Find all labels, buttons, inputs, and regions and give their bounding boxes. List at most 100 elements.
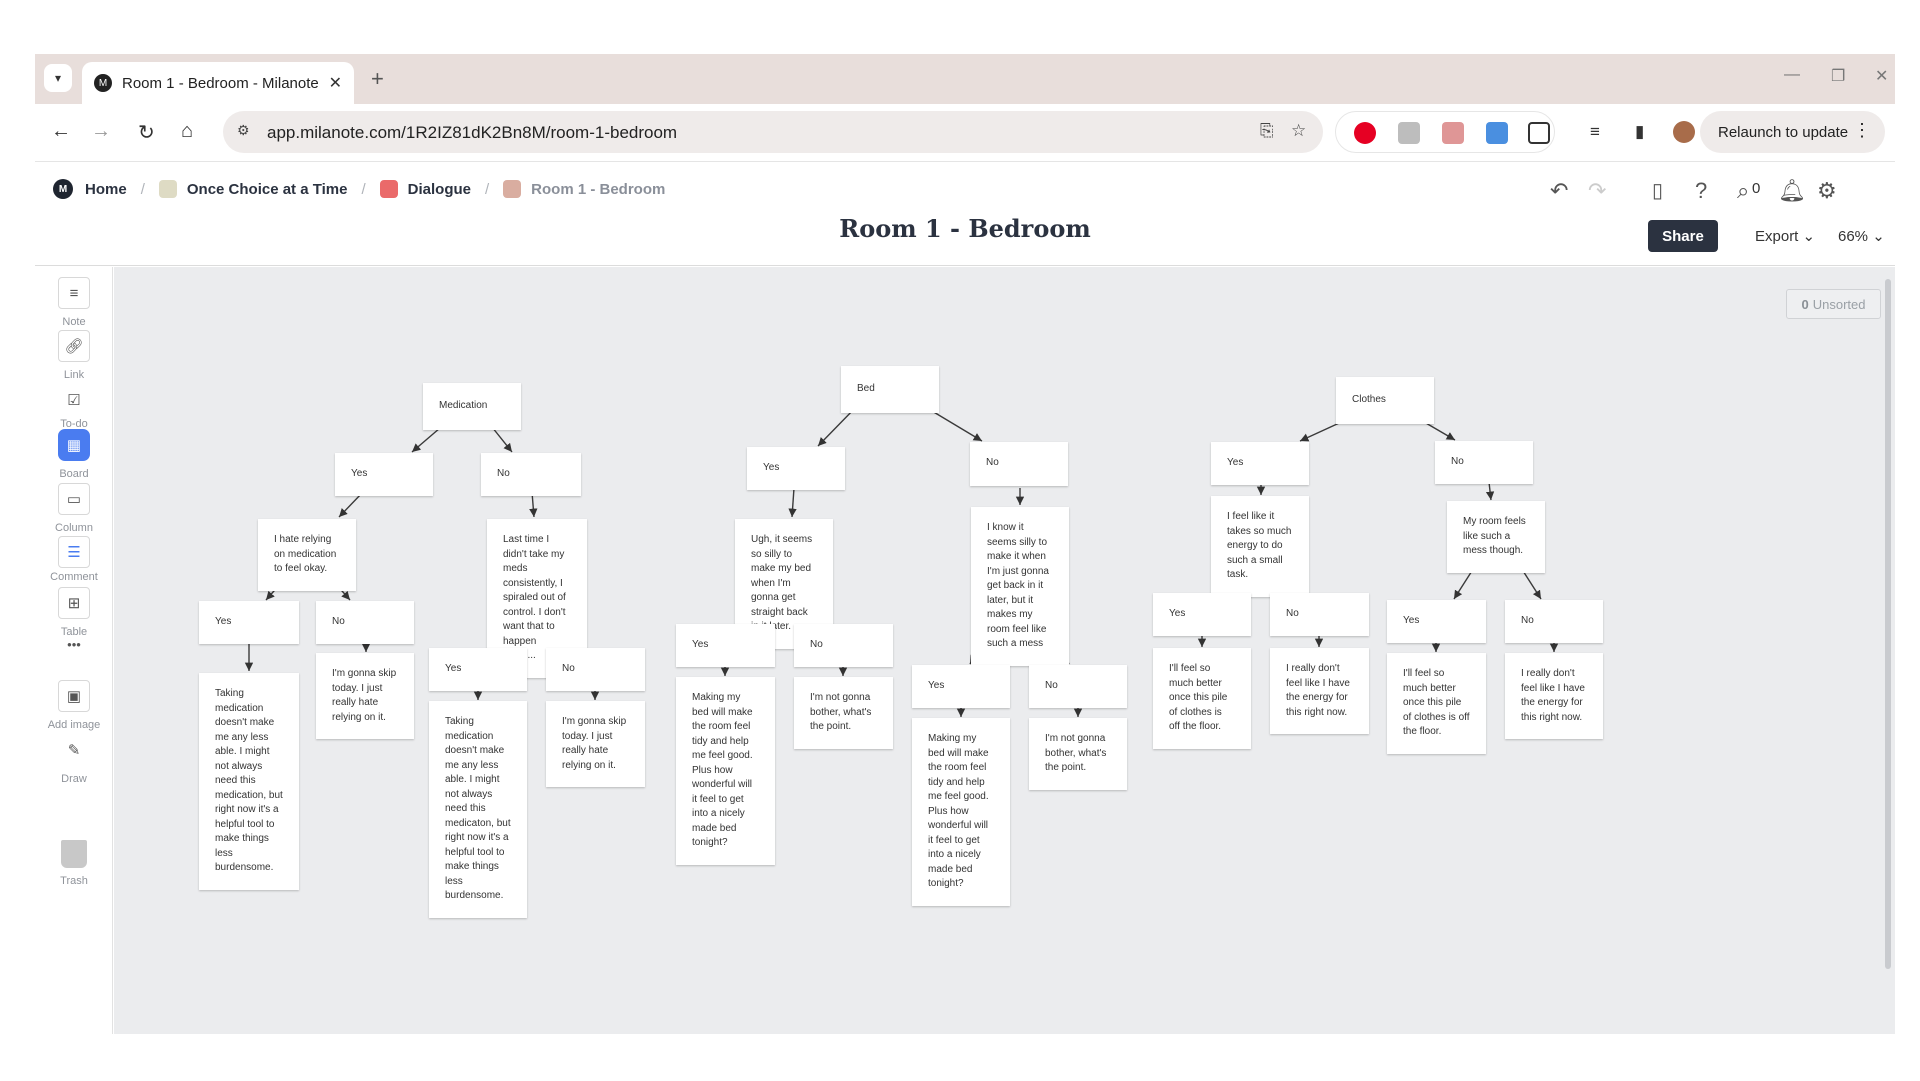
- extension-icon[interactable]: [1442, 122, 1464, 144]
- export-menu[interactable]: Export ⌄: [1755, 227, 1815, 245]
- note-card-clo-yes[interactable]: Yes: [1211, 442, 1309, 485]
- note-card-med-yes-yes[interactable]: Yes: [199, 601, 299, 644]
- bell-icon[interactable]: 🔔︎: [1778, 178, 1806, 203]
- note-card-bed-no[interactable]: No: [970, 442, 1068, 486]
- column-tool[interactable]: ▭ Column: [35, 483, 113, 534]
- note-card-bed-yes[interactable]: Yes: [747, 447, 845, 490]
- media-controls-icon[interactable]: ≡: [1590, 122, 1600, 141]
- close-window-icon[interactable]: ✕: [1875, 68, 1889, 85]
- note-card-bed[interactable]: Bed: [841, 366, 939, 413]
- note-card-med-yes-note[interactable]: I hate relying on medication to feel oka…: [258, 519, 356, 591]
- relaunch-button[interactable]: Relaunch to update ⋮: [1700, 111, 1885, 153]
- board-tool[interactable]: ▦ Board: [35, 429, 113, 480]
- zoom-menu[interactable]: 66% ⌄: [1838, 227, 1885, 245]
- tab-search-button[interactable]: ▾: [44, 64, 72, 92]
- board-color-icon: [158, 180, 177, 198]
- note-card-clo-yes-yes[interactable]: Yes: [1153, 593, 1251, 636]
- share-button[interactable]: Share: [1648, 220, 1718, 252]
- breadcrumb: M Home / Once Choice at a Time / Dialogu…: [53, 179, 665, 199]
- tab-title: Room 1 - Bedroom - Milanote: [122, 74, 319, 92]
- connector-arrow-med-yes-to-med-yes-note[interactable]: [338, 491, 364, 518]
- note-card-bed-yes-yes-note[interactable]: Making my bed will make the room feel ti…: [676, 677, 775, 865]
- comment-tool[interactable]: ☰ Comment: [35, 536, 113, 583]
- export-label: Export: [1755, 228, 1799, 245]
- note-card-med-yes[interactable]: Yes: [335, 453, 433, 496]
- tool-label: Add image: [47, 719, 101, 731]
- note-card-med-no-no[interactable]: No: [546, 648, 645, 691]
- more-tools-button[interactable]: •••: [67, 637, 81, 652]
- note-card-med-no-yes-note[interactable]: Taking medication doesn't make me any le…: [429, 701, 527, 918]
- side-panel-icon[interactable]: ▮: [1635, 122, 1645, 141]
- note-card-clo-no[interactable]: No: [1435, 441, 1533, 484]
- vertical-scrollbar[interactable]: [1885, 279, 1891, 969]
- address-bar[interactable]: ⚙ app.milanote.com/1R2IZ81dK2Bn8M/room-1…: [223, 111, 1323, 153]
- todo-tool[interactable]: ☑ To-do: [35, 384, 113, 430]
- table-tool[interactable]: ⊞ Table: [35, 587, 113, 638]
- note-card-med-no-yes[interactable]: Yes: [429, 648, 527, 691]
- site-info-icon[interactable]: ⚙: [237, 122, 250, 138]
- connector-arrow-clo-no-to-clo-no-note[interactable]: [1485, 481, 1495, 501]
- draw-tool[interactable]: ✎ Draw: [35, 734, 113, 785]
- undo-icon[interactable]: ↶: [1550, 178, 1569, 203]
- bookmark-star-icon[interactable]: ☆: [1291, 121, 1307, 140]
- docs-icon[interactable]: [1486, 122, 1508, 144]
- help-icon[interactable]: ?: [1695, 178, 1708, 203]
- add-image-tool[interactable]: ▣ Add image: [35, 680, 113, 731]
- note-card-bed-no-no-note[interactable]: I'm not gonna bother, what's the point.: [1029, 718, 1127, 790]
- minimize-icon[interactable]: —: [1784, 66, 1800, 83]
- note-card-clo-yes-yes-note[interactable]: I'll feel so much better once this pile …: [1153, 648, 1251, 749]
- note-card-med-yes-no[interactable]: No: [316, 601, 414, 644]
- gear-icon[interactable]: ⚙: [1817, 178, 1837, 203]
- note-card-clo-no-no[interactable]: No: [1505, 600, 1603, 643]
- note-card-medication[interactable]: Medication: [423, 383, 521, 430]
- more-vert-icon[interactable]: ⋮: [1853, 120, 1871, 140]
- note-tool[interactable]: ≡ Note: [35, 277, 113, 328]
- browser-tab[interactable]: M Room 1 - Bedroom - Milanote ✕: [82, 62, 354, 104]
- search-icon[interactable]: ⌕: [1737, 178, 1750, 203]
- note-card-med-no-no-note[interactable]: I'm gonna skip today. I just really hate…: [546, 701, 645, 787]
- note-card-bed-yes-yes[interactable]: Yes: [676, 624, 775, 667]
- new-tab-icon[interactable]: +: [371, 66, 384, 91]
- breadcrumb-home[interactable]: M Home: [53, 179, 127, 199]
- profile-avatar[interactable]: [1673, 121, 1695, 143]
- mobile-icon[interactable]: ▯: [1652, 180, 1664, 202]
- breadcrumb-dialogue[interactable]: Dialogue: [379, 180, 471, 198]
- tool-label: Link: [63, 369, 85, 381]
- install-app-icon[interactable]: ⎘: [1260, 121, 1274, 140]
- note-card-bed-no-note[interactable]: I know it seems silly to make it when I'…: [971, 507, 1069, 666]
- redo-icon[interactable]: ↷: [1588, 178, 1607, 203]
- note-card-bed-no-yes[interactable]: Yes: [912, 665, 1010, 708]
- restore-icon[interactable]: ❐: [1831, 68, 1846, 85]
- link-tool[interactable]: 🔗︎ Link: [35, 330, 113, 381]
- connector-arrow-bed-yes-to-bed-yes-note[interactable]: [788, 487, 797, 518]
- breadcrumb-once-choice[interactable]: Once Choice at a Time: [158, 180, 347, 198]
- puzzle-icon[interactable]: [1528, 122, 1550, 144]
- close-tab-icon[interactable]: ✕: [328, 75, 342, 92]
- forward-arrow-icon[interactable]: →: [91, 120, 111, 142]
- note-card-clothes[interactable]: Clothes: [1336, 377, 1434, 424]
- note-card-bed-yes-no[interactable]: No: [794, 624, 893, 667]
- note-card-clo-yes-no[interactable]: No: [1270, 593, 1369, 636]
- note-card-clo-no-yes-note[interactable]: I'll feel so much better once this pile …: [1387, 653, 1486, 754]
- note-card-bed-no-no[interactable]: No: [1029, 665, 1127, 708]
- note-card-bed-no-yes-note[interactable]: Making my bed will make the room feel ti…: [912, 718, 1010, 906]
- back-arrow-icon[interactable]: ←: [51, 120, 71, 142]
- note-card-bed-yes-no-note[interactable]: I'm not gonna bother, what's the point.: [794, 677, 893, 749]
- note-card-clo-no-no-note[interactable]: I really don't feel like I have the ener…: [1505, 653, 1603, 739]
- note-card-med-yes-yes-note[interactable]: Taking medication doesn't make me any le…: [199, 673, 299, 890]
- note-card-clo-yes-note[interactable]: I feel like it takes so much energy to d…: [1211, 496, 1309, 597]
- note-card-med-yes-no-note[interactable]: I'm gonna skip today. I just really hate…: [316, 653, 414, 739]
- note-card-med-no[interactable]: No: [481, 453, 581, 496]
- pinterest-icon[interactable]: [1354, 122, 1376, 144]
- tab-strip: ▾ M Room 1 - Bedroom - Milanote ✕ + — ❐ …: [35, 54, 1895, 104]
- trash-tool[interactable]: Trash: [35, 840, 113, 887]
- extension-icon[interactable]: [1398, 122, 1420, 144]
- reload-icon[interactable]: ↻: [138, 122, 155, 144]
- note-card-clo-yes-no-note[interactable]: I really don't feel like I have the ener…: [1270, 648, 1369, 734]
- connector-arrow-med-no-to-med-no-note[interactable]: [529, 491, 538, 518]
- note-card-clo-no-yes[interactable]: Yes: [1387, 600, 1486, 643]
- note-card-clo-no-note[interactable]: My room feels like such a mess though.: [1447, 501, 1545, 573]
- home-icon[interactable]: ⌂: [181, 120, 194, 142]
